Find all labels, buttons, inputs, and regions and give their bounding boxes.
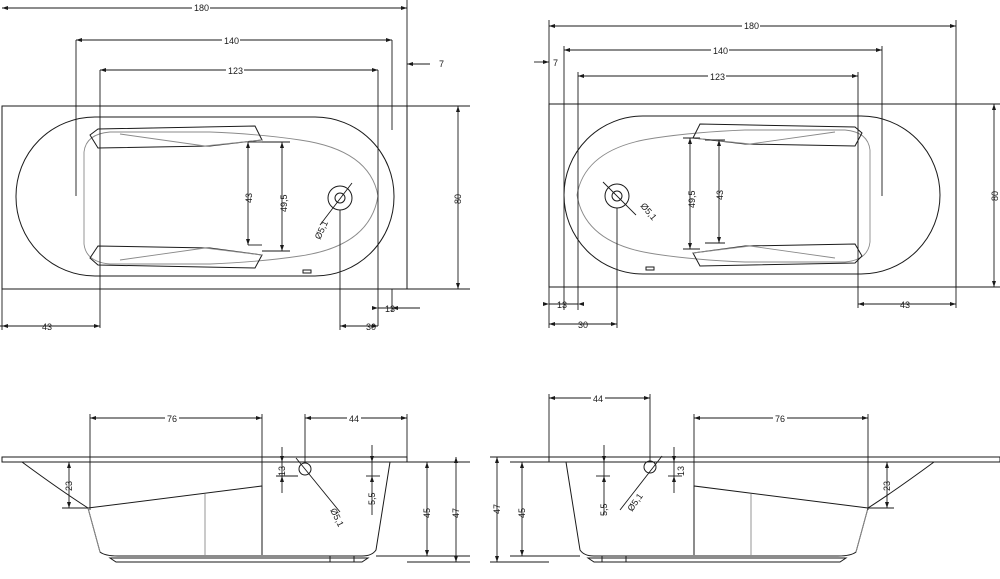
dim-bottom-offset: 43 — [900, 300, 910, 310]
dim-rim-depth: 23 — [882, 481, 892, 491]
dim-armrest-width: 43 — [715, 190, 725, 200]
dim-backrest-width: 49,5 — [279, 194, 289, 212]
tub-foot-base — [586, 557, 848, 563]
headrest-lower — [89, 245, 263, 269]
headrest-crease-upper — [119, 133, 263, 147]
dim-drain-to-end: 30 — [578, 320, 588, 330]
dim-total-depth: 47 — [492, 504, 502, 514]
drain-outlet — [329, 555, 355, 563]
backrest-profile — [87, 485, 263, 555]
drain-outlet — [601, 555, 627, 563]
tub-inner-bowl — [563, 115, 941, 275]
dim-drain-height: 13 — [277, 466, 287, 476]
rim-profile — [548, 456, 1000, 463]
rim-profile — [1, 456, 408, 463]
tub-body-profile — [565, 461, 935, 557]
drain-inner — [334, 192, 346, 204]
dim-drain-height: 13 — [676, 466, 686, 476]
headrest-crease-lower — [119, 247, 263, 261]
plan-view-right: 180 140 123 7 80 43 49,5 Ø5,1 30 13 43 — [534, 20, 1000, 330]
backrest-inner-line — [750, 494, 869, 555]
dim-drain-drop: 5,5 — [599, 503, 609, 516]
dim-inner-depth: 45 — [517, 508, 527, 518]
dim-width: 80 — [453, 194, 463, 204]
side-view-right: 44 76 23 13 Ø5,1 5,5 45 47 — [490, 393, 1000, 563]
tub-body-profile — [21, 461, 391, 557]
headrest-lower — [692, 243, 863, 267]
backrest-inner-line — [87, 494, 206, 555]
dim-drain-to-end: 30 — [366, 322, 376, 332]
dim-inner-length: 140 — [713, 46, 728, 56]
drain-outer — [327, 185, 353, 211]
dim-end-gap: 13 — [557, 300, 567, 310]
side-view-left: 76 44 23 13 Ø5,1 5,5 45 47 — [1, 413, 470, 563]
dim-width: 80 — [990, 191, 1000, 201]
tub-inner-bowl — [15, 116, 395, 277]
drain-hole — [298, 462, 312, 476]
tub-floor-outline — [83, 131, 379, 265]
overflow-mark — [302, 269, 312, 274]
dim-drain-drop: 5,5 — [367, 492, 377, 505]
tub-foot-base — [108, 557, 370, 563]
backrest-profile — [693, 485, 869, 555]
plan-view-left: 180 140 123 7 80 43 49,5 Ø5,1 30 13 43 — [0, 0, 470, 332]
dim-bottom-length: 123 — [228, 66, 243, 76]
dim-drain-diameter: Ø5,1 — [313, 219, 330, 241]
dim-inner-depth: 45 — [422, 508, 432, 518]
dim-drain-offset: 44 — [593, 394, 603, 404]
dim-drain-diameter: Ø5,1 — [625, 491, 644, 513]
dim-bottom-length: 123 — [710, 72, 725, 82]
tub-floor-outline — [576, 129, 871, 263]
dim-inner-length: 140 — [224, 36, 239, 46]
overflow-mark — [645, 266, 655, 271]
dim-flange-offset: 7 — [553, 58, 558, 68]
headrest-crease-lower — [692, 245, 836, 259]
tub-outer-rim — [548, 103, 957, 288]
dim-bottom-offset: 43 — [42, 322, 52, 332]
dim-backrest-width: 49,5 — [687, 190, 697, 208]
dim-backrest-length: 76 — [775, 414, 785, 424]
dim-overall-length: 180 — [744, 21, 759, 31]
dim-drain-diameter: Ø5,1 — [638, 201, 658, 222]
dim-total-depth: 47 — [451, 508, 461, 518]
dim-armrest-width: 43 — [244, 193, 254, 203]
dim-flange-offset: 7 — [439, 59, 444, 69]
dim-end-gap: 13 — [385, 304, 395, 314]
dim-drain-offset: 44 — [349, 414, 359, 424]
dim-backrest-length: 76 — [167, 414, 177, 424]
tub-outer-rim — [1, 105, 408, 290]
drain-inner — [611, 190, 623, 202]
headrest-upper — [89, 125, 263, 149]
dim-overall-length: 180 — [194, 3, 209, 13]
dim-rim-depth: 23 — [64, 481, 74, 491]
headrest-crease-upper — [692, 131, 836, 145]
dim-drain-diameter: Ø5,1 — [328, 506, 346, 528]
